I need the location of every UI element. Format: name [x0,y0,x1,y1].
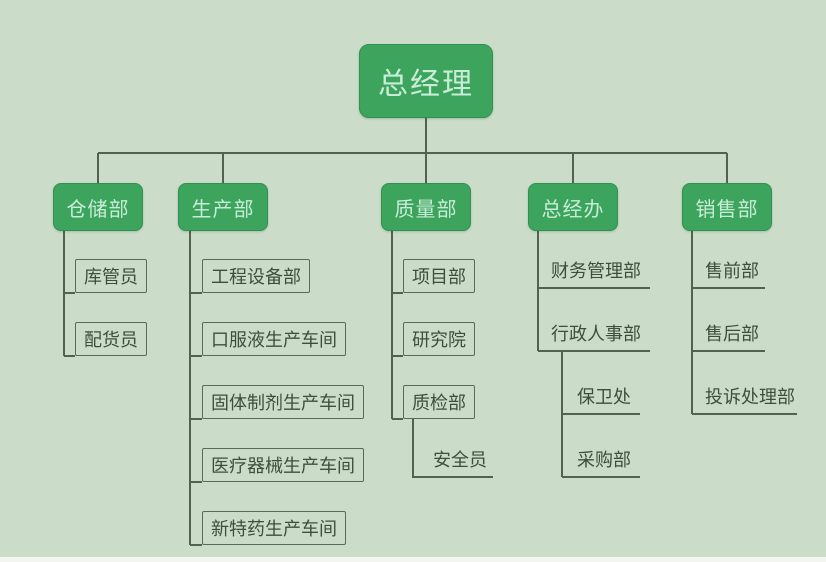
node-solid-preparation-workshop[interactable]: 固体制剂生产车间 [202,385,364,419]
node-distribution-clerk[interactable]: 配货员 [75,322,147,356]
node-dept-quality[interactable]: 质量部 [381,183,471,231]
node-oral-liquid-workshop[interactable]: 口服液生产车间 [202,322,346,356]
node-safety-officer[interactable]: 安全员 [433,450,487,471]
connector-admin-hr-children [561,351,640,478]
node-complaint-handling-dept[interactable]: 投诉处理部 [705,387,795,408]
node-warehouse-keeper[interactable]: 库管员 [75,259,147,293]
connector-root-bus [97,118,728,183]
connector-production-branch [189,231,202,546]
node-after-sales-dept[interactable]: 售后部 [705,324,759,345]
canvas-bottom-edge [0,557,826,562]
node-pre-sales-dept[interactable]: 售前部 [705,261,759,282]
node-purchasing-dept[interactable]: 采购部 [577,450,631,471]
node-quality-inspection-dept[interactable]: 质检部 [403,385,475,419]
connector-warehouse-branch [63,231,75,357]
node-dept-gm-office[interactable]: 总经办 [528,183,618,231]
connector-quality-branch [391,231,403,420]
node-project-dept[interactable]: 项目部 [403,259,475,293]
node-medical-device-workshop[interactable]: 医疗器械生产车间 [202,448,364,482]
node-dept-production[interactable]: 生产部 [178,183,268,231]
connector-sales-branch [691,231,797,415]
node-engineering-equipment[interactable]: 工程设备部 [202,259,310,293]
node-finance-management-dept[interactable]: 财务管理部 [551,261,641,282]
node-dept-sales[interactable]: 销售部 [682,183,772,231]
node-admin-hr-dept[interactable]: 行政人事部 [551,324,641,345]
node-research-institute[interactable]: 研究院 [403,322,475,356]
node-dept-warehouse[interactable]: 仓储部 [53,183,143,231]
connector-safety-officer [412,419,493,478]
node-general-manager[interactable]: 总经理 [359,44,493,118]
node-security-office[interactable]: 保卫处 [577,387,631,408]
node-new-special-drug-workshop[interactable]: 新特药生产车间 [202,511,346,545]
connector-gm-office-branch [537,231,650,352]
